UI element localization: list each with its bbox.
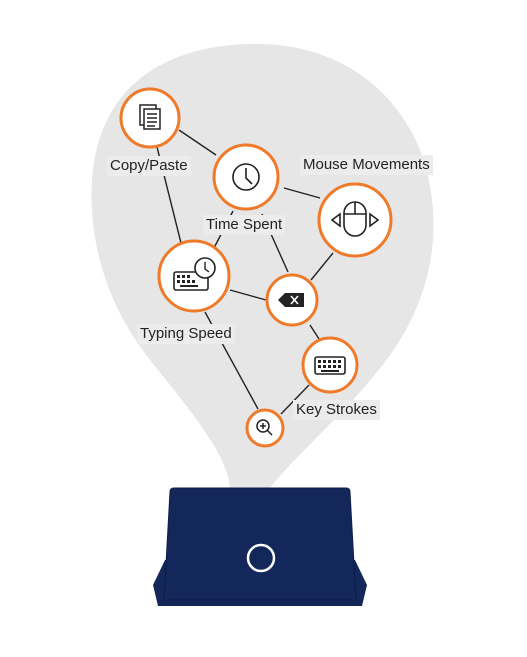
power-button-icon[interactable]: [246, 543, 276, 573]
node-mouse-movements: [317, 182, 393, 258]
node-typing-speed: [157, 239, 231, 313]
edge-mouse-delete: [310, 252, 334, 281]
clock-icon: [232, 163, 260, 191]
mouse-icon: [330, 201, 380, 237]
label-mouse-movements: Mouse Movements: [300, 155, 433, 175]
zoom-in-icon: [256, 419, 273, 436]
node-time-spent: [212, 143, 280, 211]
node-copy-paste: [119, 87, 181, 149]
label-time-spent: Time Spent: [203, 215, 286, 235]
edge-time-mouse: [283, 187, 321, 199]
backspace-icon: [278, 293, 304, 307]
edge-keys-zoom: [280, 384, 310, 415]
edge-typing-delete: [229, 289, 267, 301]
keyboard-clock-icon: [173, 257, 216, 291]
edge-copy-time: [178, 129, 217, 156]
laptop-icon: [153, 487, 367, 606]
node-zoom: [245, 408, 285, 448]
document-icon: [139, 104, 161, 130]
keyboard-icon: [314, 356, 346, 375]
label-typing-speed: Typing Speed: [137, 324, 235, 344]
label-copy-paste: Copy/Paste: [107, 156, 191, 176]
node-delete: [265, 273, 319, 327]
label-key-strokes: Key Strokes: [293, 400, 380, 420]
node-key-strokes: [301, 336, 359, 394]
